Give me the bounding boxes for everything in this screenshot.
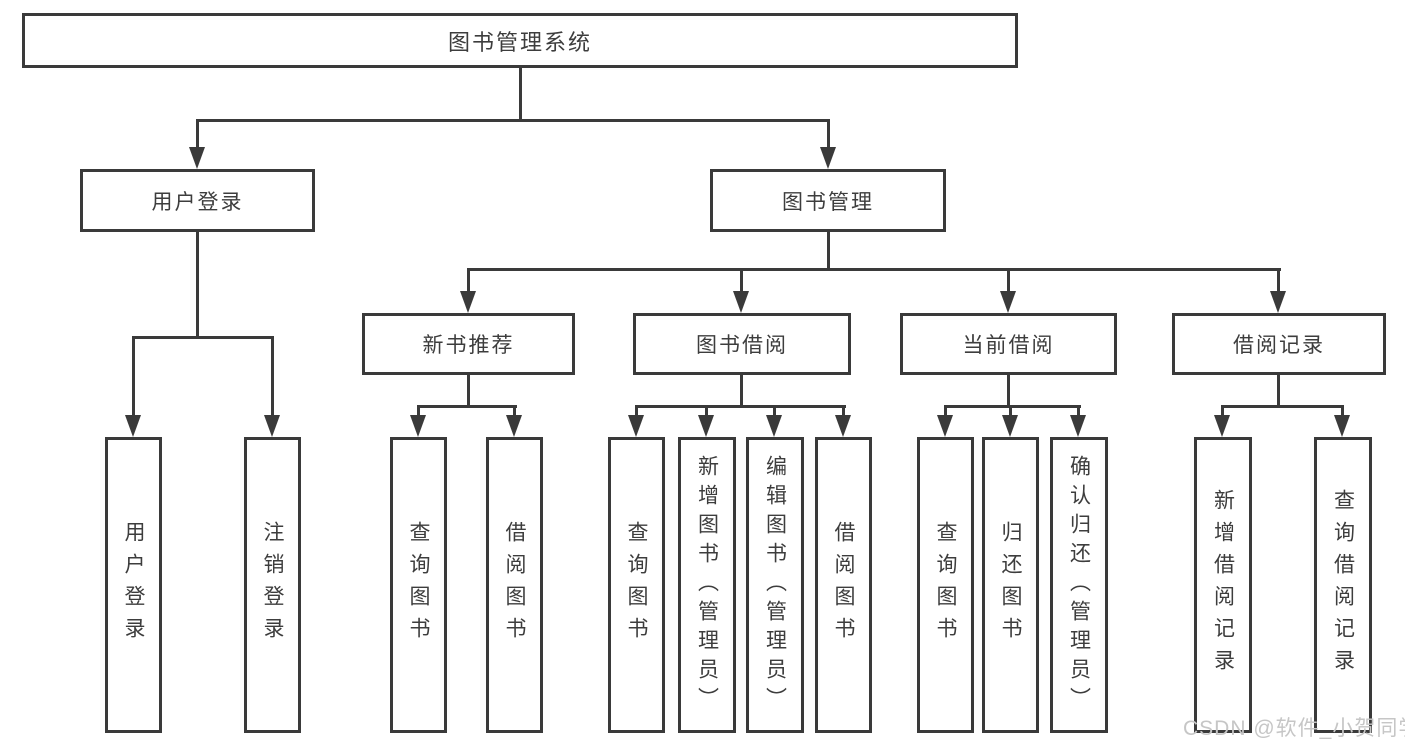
- leaf-borrow-books: 借阅图书: [815, 437, 872, 733]
- arrow-to-rec-borrow: [506, 415, 522, 437]
- csdn-watermark: CSDN @软件_小贺同学: [1183, 717, 1405, 740]
- leaf-query-books-current: 查询图书: [917, 437, 974, 733]
- connector-records-stub: [1277, 373, 1280, 407]
- connector-records-rail: [1221, 405, 1344, 408]
- arrow-to-leaf-login: [125, 415, 141, 437]
- connector-current-rail: [944, 405, 1081, 408]
- connector-root-stub: [519, 68, 522, 121]
- connector-drop-borrow: [740, 268, 743, 292]
- arrow-to-records: [1270, 291, 1286, 313]
- connector-borrow-rail: [635, 405, 846, 408]
- connector-drop-cur-query: [944, 405, 947, 417]
- arrow-to-cur-confirm: [1070, 415, 1086, 437]
- connector-recommend-stub: [467, 373, 470, 407]
- node-user-login: 用户登录: [80, 169, 315, 232]
- arrow-to-recommend: [460, 291, 476, 313]
- leaf-confirm-return-admin: 确认归还（管理员）: [1050, 437, 1108, 733]
- connector-drop-bb-edit: [773, 405, 776, 417]
- node-new-book-recommend: 新书推荐: [362, 313, 575, 375]
- arrow-to-bb-query: [628, 415, 644, 437]
- arrow-to-book-management: [820, 147, 836, 169]
- connector-root-rail: [196, 119, 830, 122]
- arrow-to-leaf-logout: [264, 415, 280, 437]
- node-book-management: 图书管理: [710, 169, 946, 232]
- node-book-borrow: 图书借阅: [633, 313, 851, 375]
- connector-drop-rec-query: [417, 405, 420, 417]
- leaf-edit-books-admin: 编辑图书（管理员）: [746, 437, 804, 733]
- connector-drop-rec-borrow: [513, 405, 516, 417]
- leaf-add-borrow-record: 新增借阅记录: [1194, 437, 1252, 733]
- arrow-to-user-login: [189, 147, 205, 169]
- connector-drop-leaf-logout: [271, 336, 274, 416]
- arrow-to-rec-query: [410, 415, 426, 437]
- node-root-system: 图书管理系统: [22, 13, 1018, 68]
- arrow-to-bb-edit: [766, 415, 782, 437]
- leaf-borrow-books-recommend: 借阅图书: [486, 437, 543, 733]
- node-borrow-records: 借阅记录: [1172, 313, 1386, 375]
- connector-user-login-stub: [196, 231, 199, 338]
- connector-drop-bb-add: [705, 405, 708, 417]
- connector-current-stub: [1007, 373, 1010, 407]
- arrow-to-cur-query: [937, 415, 953, 437]
- leaf-query-books-recommend: 查询图书: [390, 437, 447, 733]
- leaf-return-books: 归还图书: [982, 437, 1039, 733]
- connector-recommend-rail: [417, 405, 517, 408]
- connector-drop-book-management: [827, 119, 830, 149]
- arrow-to-record-add: [1214, 415, 1230, 437]
- connector-drop-rec-query2: [1341, 405, 1344, 417]
- connector-drop-cur-return: [1009, 405, 1012, 417]
- leaf-logout: 注销登录: [244, 437, 301, 733]
- connector-drop-bb-query: [635, 405, 638, 417]
- connector-drop-cur-confirm: [1077, 405, 1080, 417]
- arrow-to-record-query: [1334, 415, 1350, 437]
- node-current-borrow: 当前借阅: [900, 313, 1117, 375]
- connector-drop-rec-add: [1221, 405, 1224, 417]
- connector-drop-leaf-login: [132, 336, 135, 416]
- connector-drop-current: [1007, 268, 1010, 292]
- leaf-add-books-admin: 新增图书（管理员）: [678, 437, 736, 733]
- connector-borrow-stub: [740, 373, 743, 407]
- arrow-to-cur-return: [1002, 415, 1018, 437]
- arrow-to-borrow: [733, 291, 749, 313]
- connector-drop-user-login: [196, 119, 199, 149]
- connector-drop-recommend: [467, 268, 470, 292]
- leaf-query-borrow-record: 查询借阅记录: [1314, 437, 1372, 733]
- connector-book-mgmt-rail: [467, 268, 1281, 271]
- connector-drop-records: [1277, 268, 1280, 292]
- arrow-to-bb-add: [698, 415, 714, 437]
- leaf-query-books-borrow: 查询图书: [608, 437, 665, 733]
- leaf-user-login: 用户登录: [105, 437, 162, 733]
- arrow-to-current: [1000, 291, 1016, 313]
- arrow-to-bb-borrow: [835, 415, 851, 437]
- connector-user-login-rail: [132, 336, 274, 339]
- connector-book-mgmt-stub: [827, 231, 830, 271]
- connector-drop-bb-borrow: [842, 405, 845, 417]
